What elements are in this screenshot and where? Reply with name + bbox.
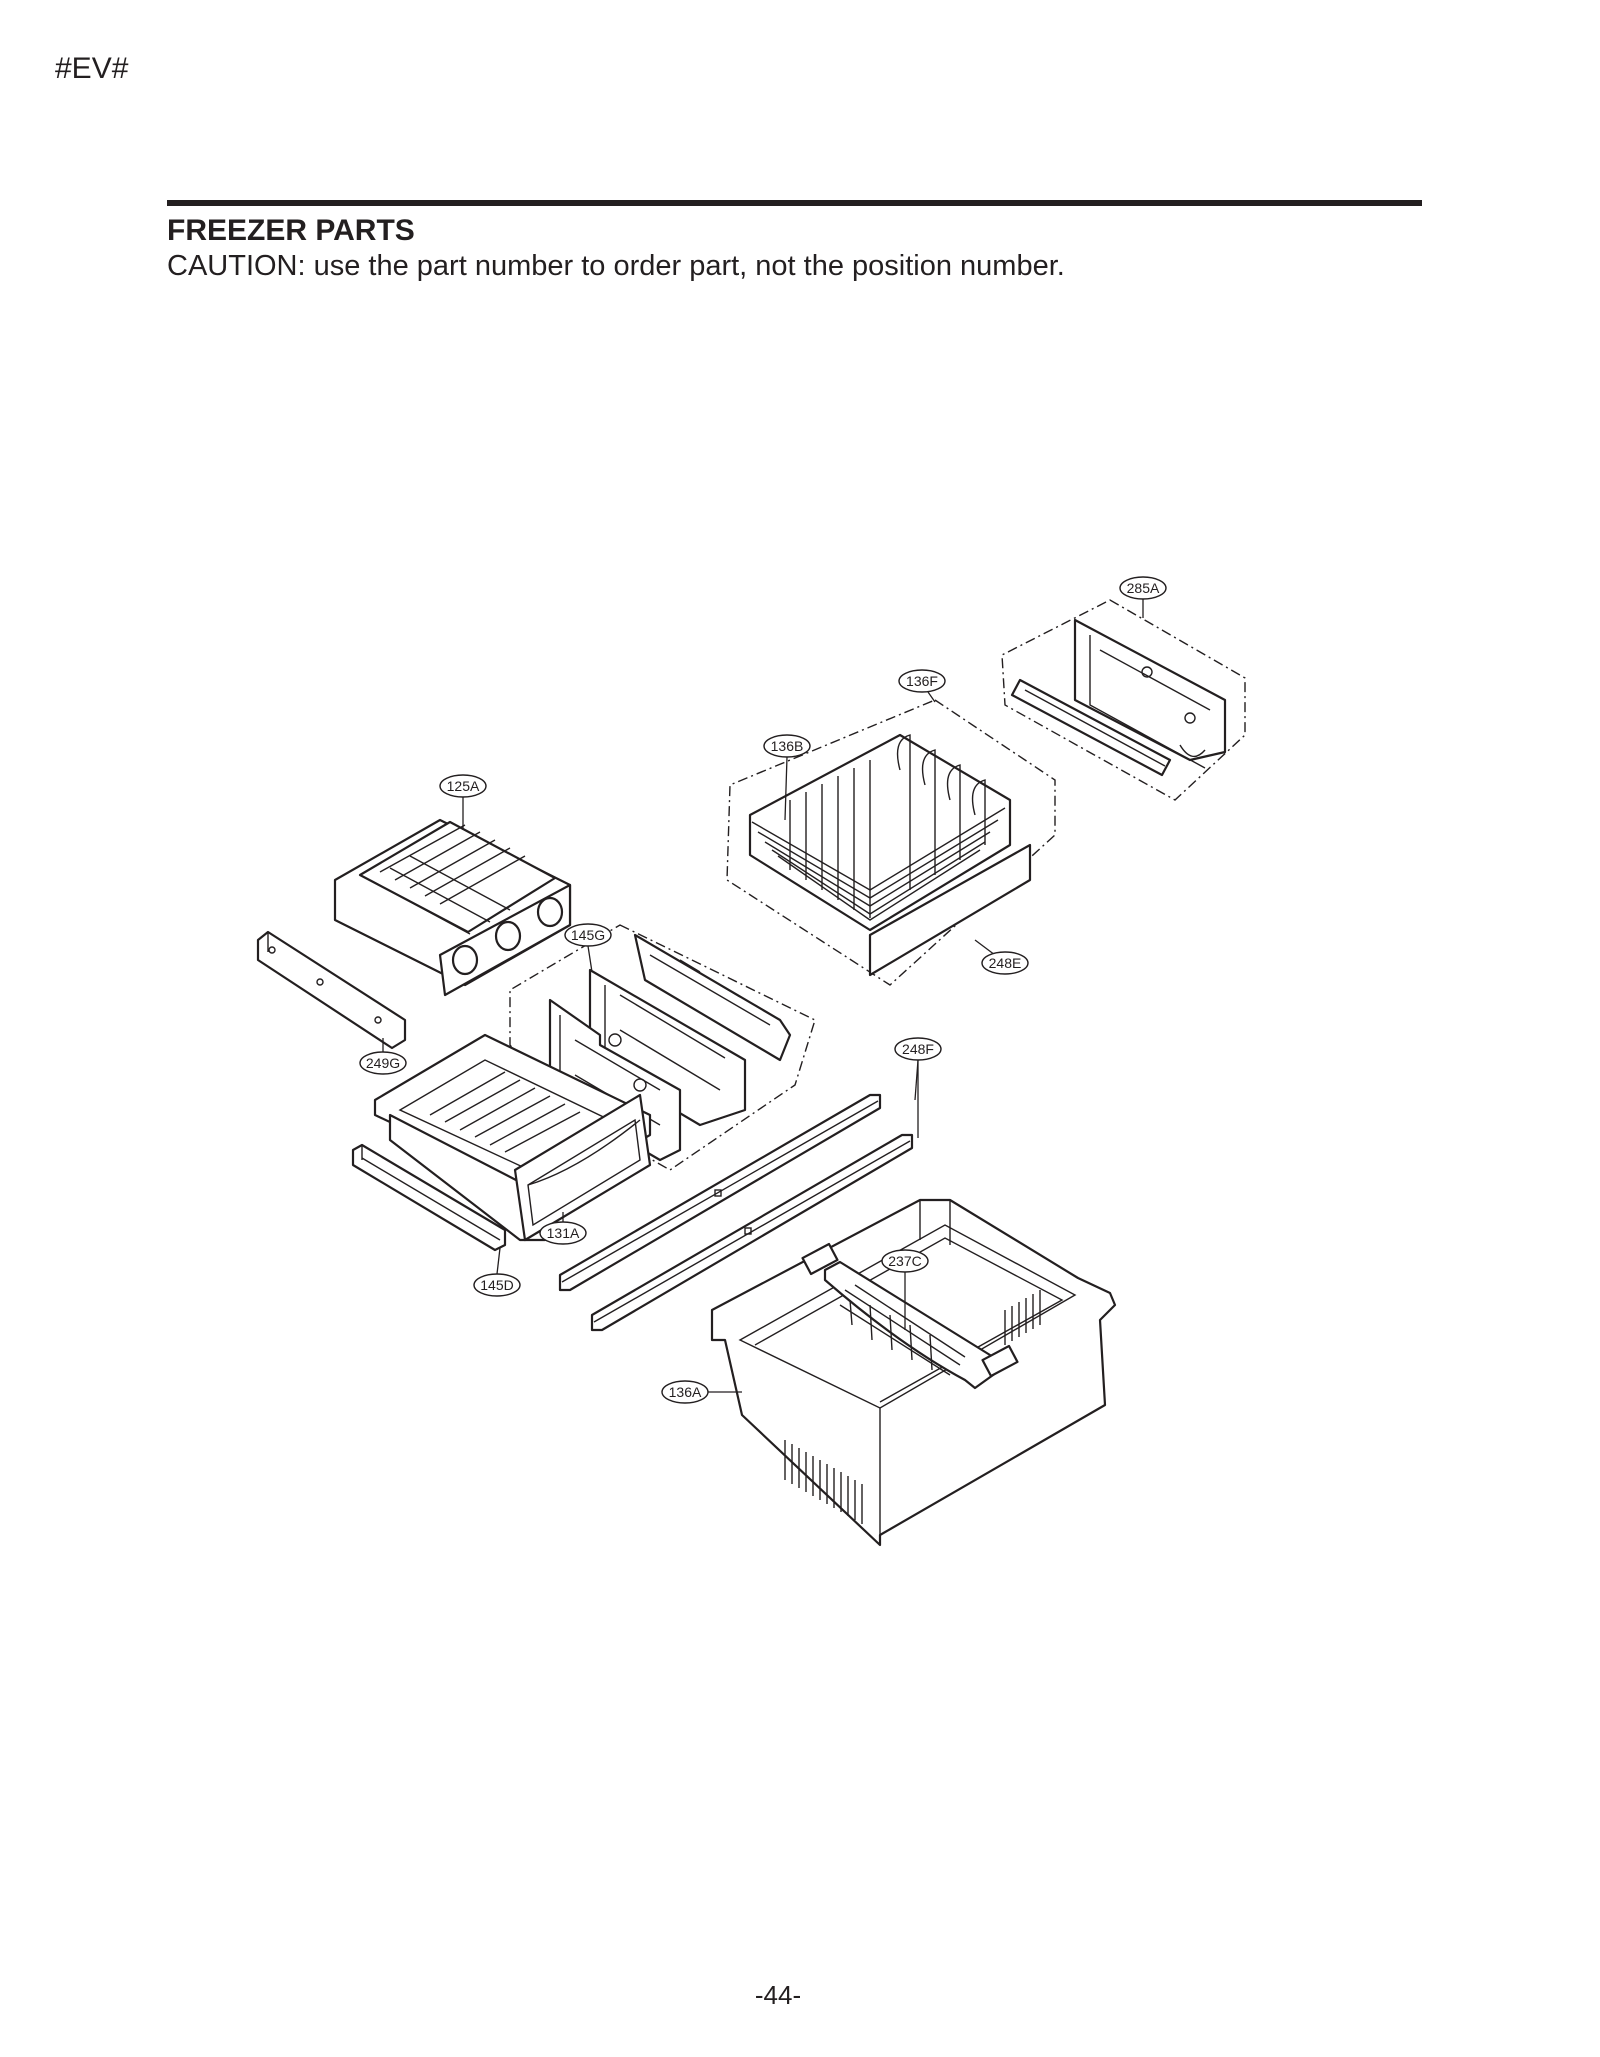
svg-text:248F: 248F	[902, 1041, 934, 1057]
part-131A-drawer	[373, 1033, 652, 1242]
part-285A-rail-assembly	[1001, 599, 1246, 801]
part-249G-cover-bar	[256, 930, 407, 1050]
part-248F-long-rails	[558, 1093, 914, 1332]
callout-145G: 145G	[564, 923, 612, 947]
part-125A-ice-tray	[333, 818, 572, 997]
callout-145D: 145D	[473, 1273, 521, 1297]
page-number: -44-	[754, 1980, 802, 2010]
svg-text:136F: 136F	[906, 673, 938, 689]
callout-125A: 125A	[439, 774, 487, 798]
svg-text:237C: 237C	[888, 1253, 921, 1269]
caution-note: CAUTION: use the part number to order pa…	[167, 250, 1065, 282]
section-title: FREEZER PARTS	[167, 214, 415, 247]
svg-text:248E: 248E	[989, 955, 1022, 971]
part-145D-drawer-rail	[351, 1143, 507, 1252]
svg-text:131A: 131A	[547, 1225, 580, 1241]
callout-237C: 237C	[881, 1249, 929, 1273]
callout-248F: 248F	[894, 1037, 942, 1061]
callout-248E: 248E	[981, 951, 1029, 975]
svg-text:285A: 285A	[1127, 580, 1160, 596]
callout-249G: 249G	[359, 1051, 407, 1075]
part-136F-wire-basket	[726, 699, 1056, 986]
svg-text:136B: 136B	[771, 738, 804, 754]
svg-text:145G: 145G	[571, 927, 605, 943]
svg-text:125A: 125A	[447, 778, 480, 794]
callout-285A: 285A	[1119, 576, 1167, 600]
svg-text:136A: 136A	[669, 1384, 702, 1400]
callout-136B: 136B	[763, 734, 811, 758]
svg-text:145D: 145D	[480, 1277, 513, 1293]
part-136A-freezer-bin	[710, 1198, 1117, 1547]
callout-131A: 131A	[539, 1221, 587, 1245]
header-code: #EV#	[55, 52, 129, 85]
svg-text:249G: 249G	[366, 1055, 400, 1071]
callout-leaders	[382, 599, 1144, 1393]
header-rule	[167, 200, 1422, 206]
callout-136A: 136A	[661, 1380, 709, 1404]
callout-136F: 136F	[898, 669, 946, 693]
